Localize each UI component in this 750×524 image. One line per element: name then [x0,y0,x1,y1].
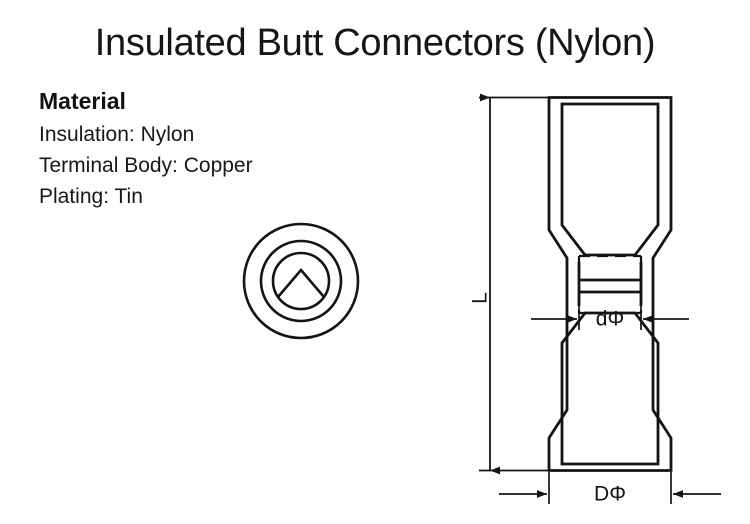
material-spec-block: Material Insulation: Nylon Terminal Body… [39,86,379,212]
barrel-seam-triangle-icon [277,267,325,298]
inner-insulation-circle [259,239,343,323]
dimension-outer-diameter: DΦ [499,472,721,506]
material-heading: Material [39,88,126,114]
inner-diameter-label: dΦ [596,308,624,331]
metal-barrel-circle [271,251,331,311]
material-line-plating: Plating: Tin [39,184,143,208]
material-line-insulation: Insulation: Nylon [39,122,195,146]
cross-section-svg [242,222,360,340]
insulation-inner-wall-top [560,102,660,257]
cross-section-diagram [238,218,364,344]
material-line-terminal-body: Terminal Body: Copper [39,153,253,177]
side-view-svg: L [469,93,721,506]
page-title: Insulated Butt Connectors (Nylon) [94,22,656,64]
outer-insulation-circle [242,222,360,340]
insulation-outer-outline [547,96,673,472]
dimension-inner-diameter: dΦ [531,305,689,331]
side-view-diagram: L [455,80,750,524]
length-dimension-label: L [469,292,492,304]
crimp-stop [579,278,641,294]
outer-diameter-label: DΦ [594,483,626,506]
insulation-inner-wall-bottom [560,311,660,466]
connector-body [547,96,673,472]
barrel-hidden-lines [577,254,643,315]
